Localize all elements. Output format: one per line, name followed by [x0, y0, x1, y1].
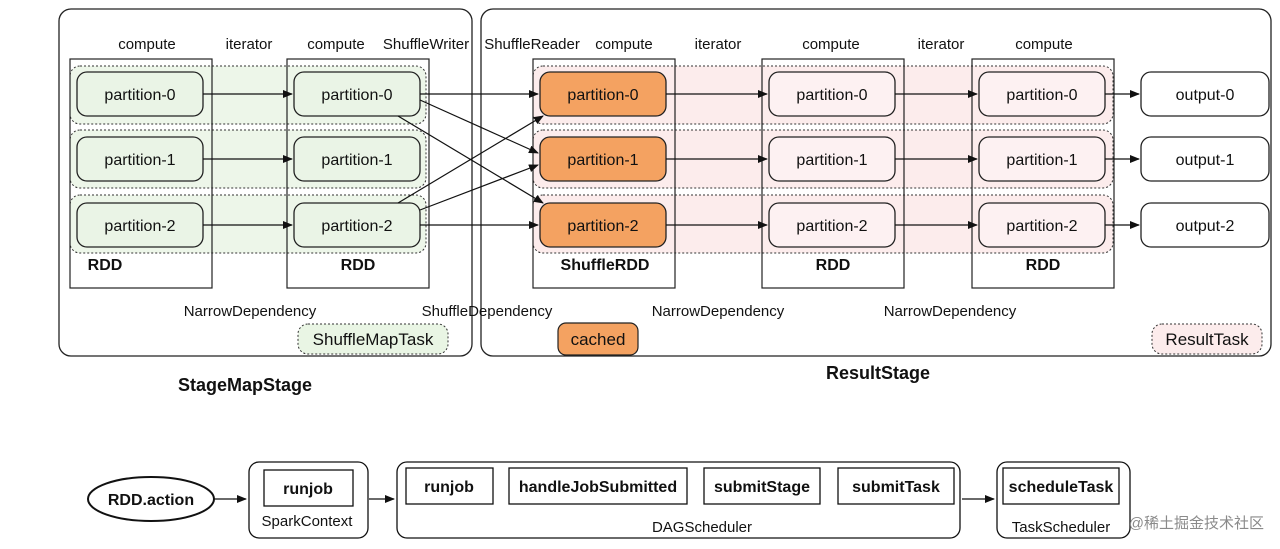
- stage-map-stage-title: StageMapStage: [178, 375, 312, 395]
- partition-label: partition-1: [104, 152, 175, 169]
- rdd1-partitions: partition-0 partition-1 partition-2: [76, 71, 204, 248]
- rdd-label-4: RDD: [1026, 257, 1061, 274]
- result-stage-box: [480, 8, 1272, 357]
- result-task-tag: [1151, 323, 1263, 355]
- narrow-dependency-label-3: NarrowDependency: [884, 303, 1017, 320]
- dag-submit-task: [837, 467, 955, 505]
- partition-label: partition-0: [796, 87, 867, 104]
- partition-label: partition-0: [1006, 87, 1077, 104]
- label-iterator-3: iterator: [918, 36, 965, 53]
- rdd-action-label: RDD.action: [108, 492, 194, 509]
- partition-label: partition-2: [567, 218, 638, 235]
- shuffle-map-task-label: ShuffleMapTask: [313, 330, 434, 349]
- shuffle-rdd-partitions: partition-0 partition-1 partition-2: [539, 71, 667, 248]
- narrow-dependency-label-1: NarrowDependency: [184, 303, 317, 320]
- partition-label: partition-2: [796, 218, 867, 235]
- rdd-label-3: RDD: [816, 257, 851, 274]
- task-scheduler-box: [996, 461, 1131, 539]
- spark-context-runjob: [263, 469, 354, 507]
- partition-label: partition-1: [321, 152, 392, 169]
- dependency-arrows: [203, 90, 1140, 229]
- label-iterator-2: iterator: [695, 36, 742, 53]
- label-compute-3: compute: [595, 36, 653, 53]
- spark-context-label: SparkContext: [262, 513, 354, 530]
- rdd-box-4: [971, 58, 1115, 289]
- rdd-label-2: RDD: [341, 257, 376, 274]
- output-label: output-1: [1176, 152, 1235, 169]
- narrow-dependency-label-2: NarrowDependency: [652, 303, 785, 320]
- dag-submit-task-label: submitTask: [852, 479, 940, 496]
- partition-label: partition-2: [104, 218, 175, 235]
- result-task-label: ResultTask: [1165, 330, 1249, 349]
- partition-label: partition-0: [104, 87, 175, 104]
- partition-label: partition-0: [567, 87, 638, 104]
- label-iterator-1: iterator: [226, 36, 273, 53]
- rdd-box-1: [69, 58, 213, 289]
- label-compute-4: compute: [802, 36, 860, 53]
- dag-handle-job-submitted-label: handleJobSubmitted: [519, 479, 677, 496]
- spark-context-runjob-label: runjob: [283, 481, 333, 498]
- cached-label: cached: [571, 330, 626, 349]
- label-shuffle-writer: ShuffleWriter: [383, 36, 469, 53]
- dag-scheduler-box: [396, 461, 961, 539]
- rdd-box-3: [761, 58, 905, 289]
- rdd-label-1: RDD: [88, 257, 123, 274]
- dag-handle-job-submitted: [508, 467, 688, 505]
- schedule-task-label: scheduleTask: [1009, 479, 1114, 496]
- task-scheduler-label: TaskScheduler: [1012, 519, 1110, 536]
- outputs: output-0 output-1 output-2: [1140, 71, 1270, 248]
- partition-label: partition-1: [796, 152, 867, 169]
- spark-context-box: [248, 461, 369, 539]
- dag-submit-stage-label: submitStage: [714, 479, 810, 496]
- partition-label: partition-0: [321, 87, 392, 104]
- partition-label: partition-1: [1006, 152, 1077, 169]
- shuffle-rdd-label: ShuffleRDD: [561, 257, 650, 274]
- partition-label: partition-2: [1006, 218, 1077, 235]
- shuffle-rdd-box: [532, 58, 676, 289]
- rdd-box-2: [286, 58, 430, 289]
- dag-runjob: [405, 467, 494, 505]
- output-label: output-2: [1176, 218, 1235, 235]
- partition-label: partition-2: [321, 218, 392, 235]
- partition-label: partition-1: [567, 152, 638, 169]
- label-shuffle-reader: ShuffleReader: [484, 36, 580, 53]
- dag-runjob-label: runjob: [424, 479, 474, 496]
- task-scheduler-schedule-task: [1002, 467, 1120, 505]
- rdd4-partitions: partition-0 partition-1 partition-2: [978, 71, 1106, 248]
- shuffle-map-task-tag: [297, 323, 449, 355]
- stage-map-box: [58, 8, 473, 357]
- dag-scheduler-label: DAGScheduler: [652, 519, 752, 536]
- rdd3-partitions: partition-0 partition-1 partition-2: [768, 71, 896, 248]
- watermark: @稀土掘金技术社区: [1129, 515, 1264, 532]
- shuffle-dependency-label: ShuffleDependency: [422, 303, 553, 320]
- rdd2-partitions: partition-0 partition-1 partition-2: [293, 71, 421, 248]
- output-label: output-0: [1176, 87, 1235, 104]
- label-compute-2: compute: [307, 36, 365, 53]
- label-compute-1: compute: [118, 36, 176, 53]
- dag-submit-stage: [703, 467, 821, 505]
- cached-tag: [557, 322, 639, 356]
- result-stage-title: ResultStage: [826, 363, 930, 383]
- label-compute-5: compute: [1015, 36, 1073, 53]
